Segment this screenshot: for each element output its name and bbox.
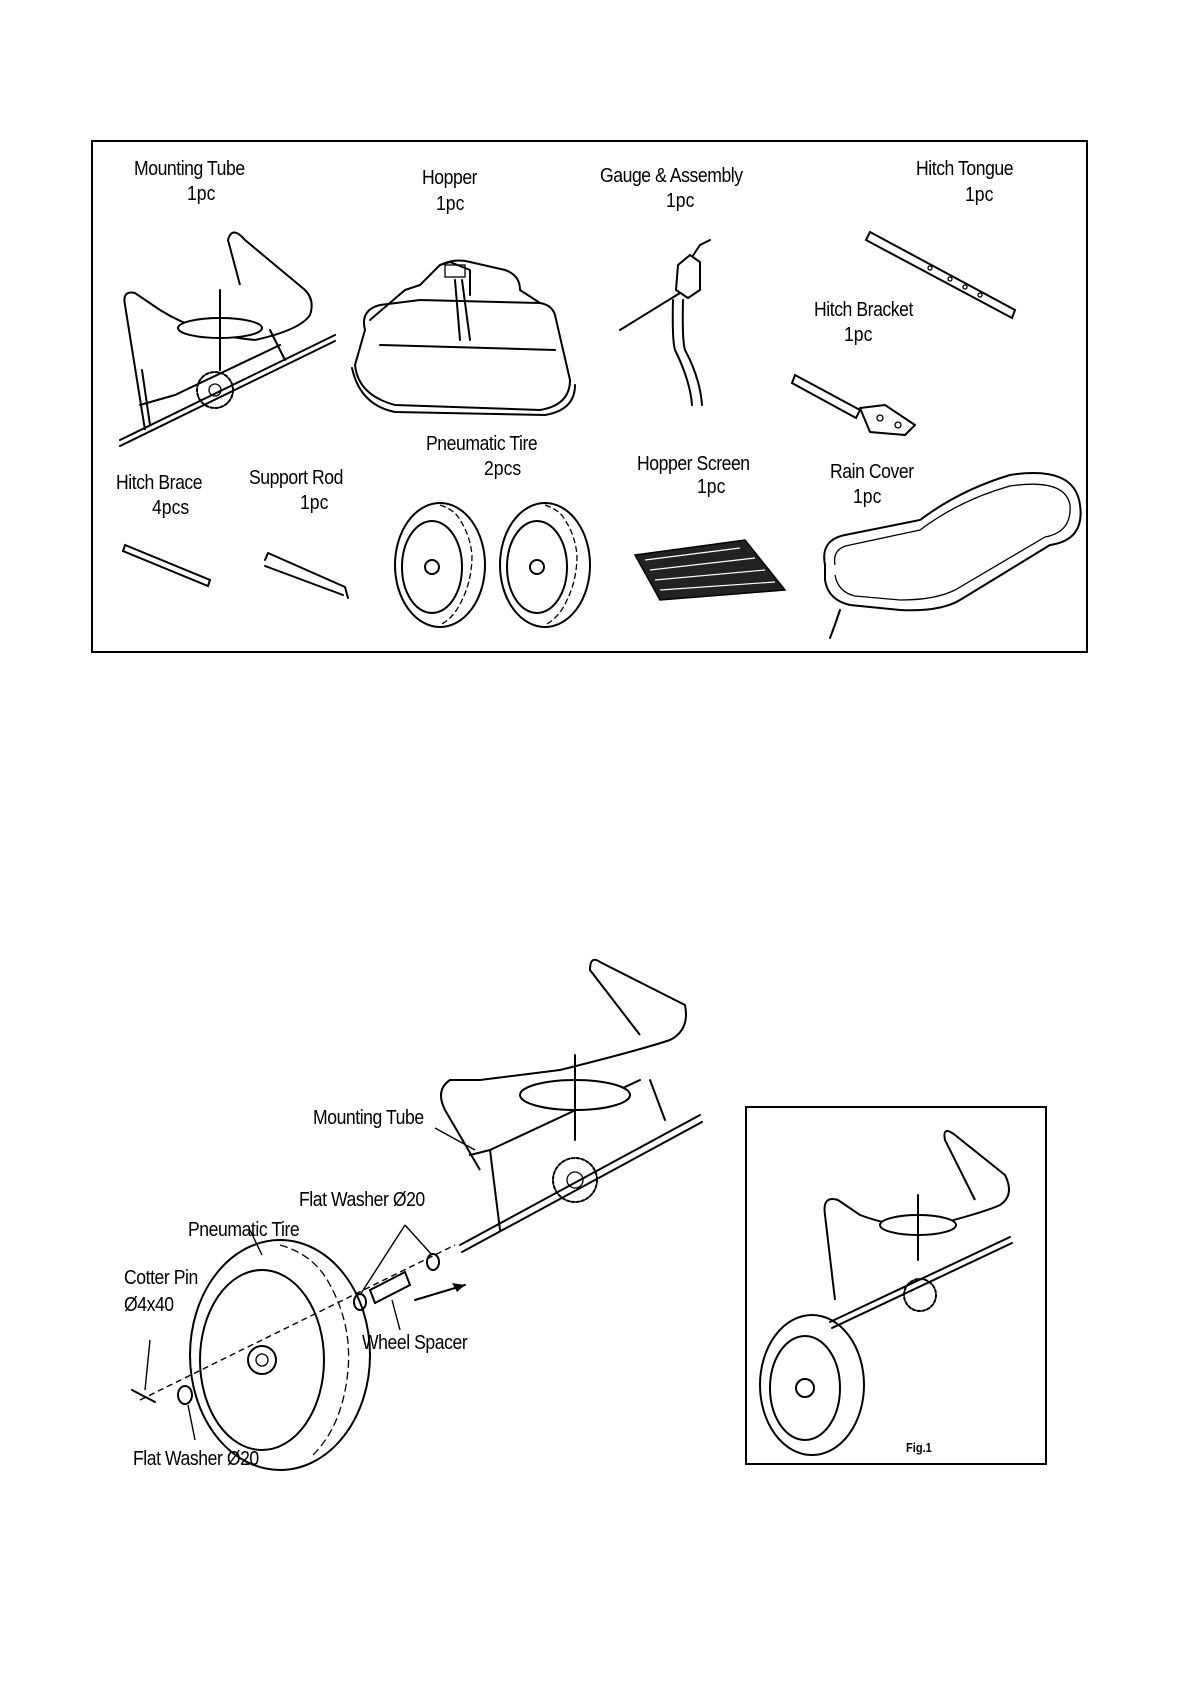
figure-caption: Fig.1 [906,1440,932,1455]
